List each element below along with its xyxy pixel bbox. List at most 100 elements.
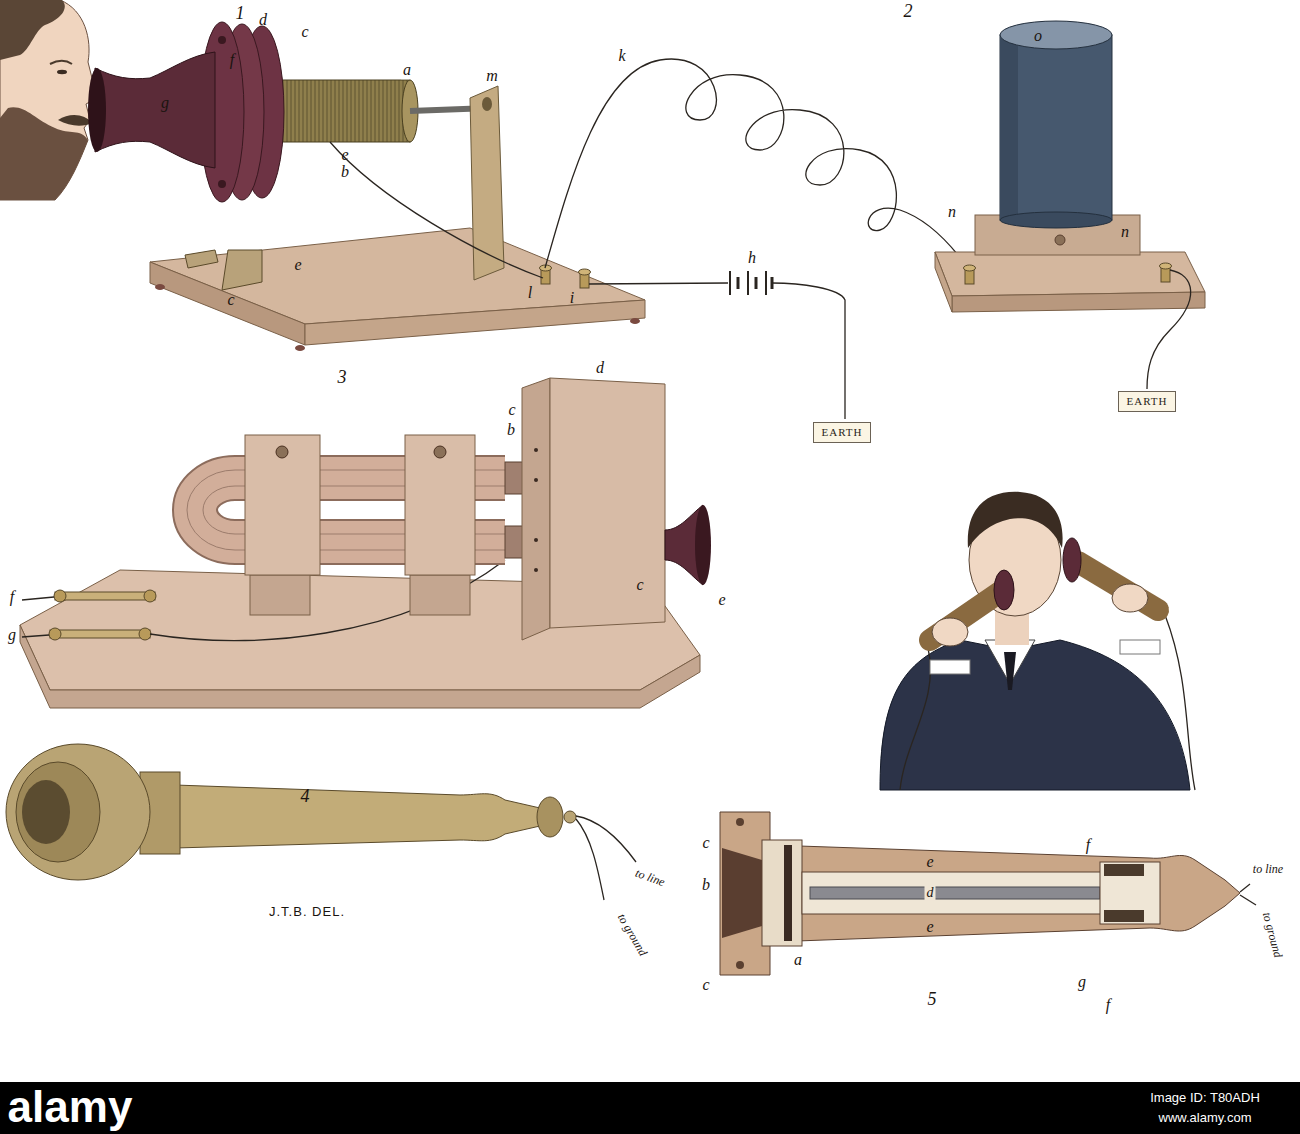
mouthpiece [665, 505, 711, 585]
wire [1147, 270, 1191, 389]
horseshoe-magnet [434, 446, 446, 458]
callout-letter: e [926, 853, 933, 871]
transmitter-base [155, 284, 165, 290]
earth-box: EARTH [1118, 391, 1176, 412]
telephone-section [762, 840, 802, 946]
battery-symbol [737, 277, 740, 289]
mouthpiece [95, 52, 215, 168]
wire [772, 283, 845, 419]
diaphragm-stand [222, 250, 262, 290]
man-with-handsets [880, 492, 1195, 790]
callout-letter: k [618, 47, 625, 65]
horseshoe-magnet [276, 446, 288, 458]
horseshoe-magnet [245, 435, 320, 575]
wire [1240, 895, 1256, 905]
callout-letter: c [702, 834, 709, 852]
callout-letter: e [718, 591, 725, 609]
callout-letter: n [1121, 223, 1129, 241]
hand-telephone [16, 762, 100, 862]
battery-symbol [765, 271, 767, 295]
man-with-handsets [930, 660, 970, 674]
callout-letter: c [508, 401, 515, 419]
wire [545, 59, 968, 268]
horseshoe-magnet [505, 462, 523, 494]
callout-letter: f [230, 51, 234, 69]
wire [22, 635, 49, 637]
battery-symbol [747, 271, 749, 295]
receiver-base [935, 215, 1205, 312]
callout-letter: e [294, 256, 301, 274]
binding-post [54, 590, 66, 602]
horseshoe-magnet [505, 526, 523, 558]
telephone-section [802, 872, 1102, 914]
speaker-face [0, 0, 97, 200]
wire [576, 819, 604, 900]
callout-letter: f [1106, 996, 1110, 1014]
horseshoe-magnet [250, 575, 310, 615]
transmitter-coil [470, 86, 504, 280]
figure-number: 1 [236, 4, 245, 24]
man-with-handsets [880, 640, 1190, 790]
binding-post [144, 590, 156, 602]
man-with-handsets [1063, 538, 1081, 582]
diaphragm-panel [550, 378, 665, 628]
man-with-handsets [994, 570, 1014, 610]
diaphragm-panel [534, 538, 538, 542]
wire-note: to line [1253, 863, 1283, 876]
callout-letter: f [1086, 836, 1090, 854]
earth-label: EARTH [1126, 395, 1167, 407]
wire [330, 59, 968, 419]
diaphragm-panel [534, 478, 538, 482]
telephone-section [720, 812, 1240, 975]
transmitter-coil [280, 80, 410, 142]
diaphragm-panel [534, 448, 538, 452]
diaphragm-panel [522, 378, 665, 640]
mouthpiece [88, 52, 215, 168]
telephone-section [1104, 864, 1144, 876]
horseshoe-magnet [405, 435, 475, 575]
binding-post [1160, 263, 1172, 269]
callout-letter: f [10, 588, 14, 606]
wire [576, 816, 636, 862]
wire [1240, 884, 1250, 892]
callout-letter: o [1034, 27, 1042, 45]
transmitter-base [630, 318, 640, 324]
diaphragm-panel [534, 568, 538, 572]
figure-number: 3 [338, 368, 347, 388]
watermark-text: Image ID: T80ADH [1150, 1091, 1260, 1105]
diaphragm-stand [185, 250, 218, 268]
receiver-cylinder [1000, 35, 1018, 220]
binding-post [964, 265, 976, 271]
wire-note: to ground [1260, 911, 1285, 959]
binding-post [139, 628, 151, 640]
speaker-face [0, 0, 97, 200]
earth-label: EARTH [821, 426, 862, 438]
transmitter-coil [482, 97, 492, 111]
receiver-base [952, 292, 1205, 312]
hand-telephone [6, 744, 150, 880]
figure-number: 5 [928, 990, 937, 1010]
wire [22, 597, 54, 600]
callout-letter: c [702, 976, 709, 994]
telephone-section [1100, 862, 1160, 924]
battery-symbol [755, 277, 758, 289]
hand-telephone [6, 744, 576, 880]
callout-letter: b [341, 163, 349, 181]
transmitter-base [295, 345, 305, 351]
receiver-cylinder [1000, 21, 1112, 49]
receiver-cylinder [1000, 35, 1112, 220]
speaker-face [50, 61, 72, 64]
telephone-section [1104, 910, 1144, 922]
telephone-section [736, 961, 744, 969]
callout-letter: e [926, 918, 933, 936]
callout-letter: n [948, 203, 956, 221]
receiver-base [935, 252, 952, 312]
transmitter-coil [280, 80, 504, 280]
callout-letter: c [227, 291, 234, 309]
wire-note: to ground [615, 912, 650, 959]
wire [330, 142, 543, 278]
callout-letter: l [528, 284, 532, 302]
battery-symbol [729, 271, 731, 295]
